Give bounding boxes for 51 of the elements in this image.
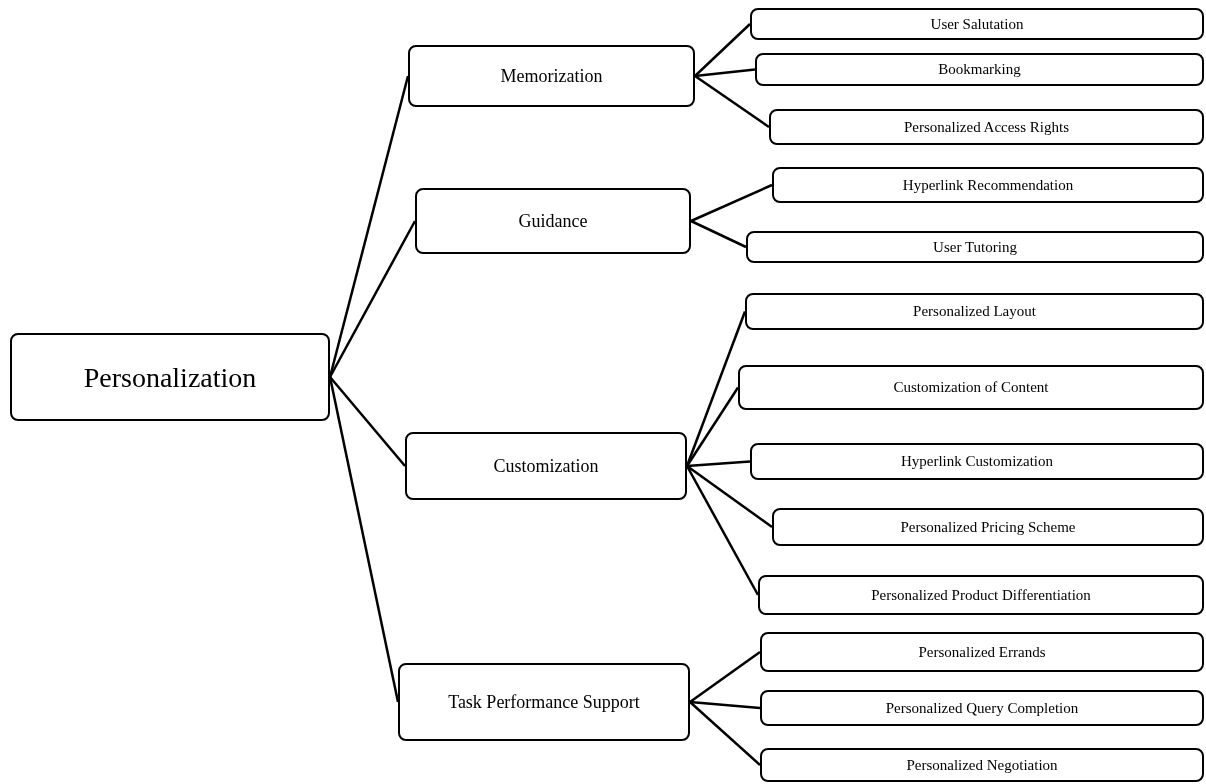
connector-line [694,74,770,129]
rounded-box [738,365,1204,410]
connector-line [328,220,417,378]
rounded-box [750,8,1204,40]
connector-line [689,700,761,710]
connector-line [686,465,773,528]
connector-line [685,386,740,467]
node-label: Guidance [518,209,588,233]
node-label: Task Performance Support [448,690,640,714]
connector-line [694,23,751,77]
connector-line [694,68,756,78]
node-label: Personalization [83,360,257,395]
rounded-box [745,293,1204,330]
connector-line [328,376,400,703]
node-label: Personalized Errands [918,642,1046,662]
rounded-box [760,748,1204,782]
connector-line [690,219,747,249]
node-label: User Tutoring [933,237,1017,257]
rounded-box [398,663,690,741]
connector-line [689,651,761,703]
node-label: Customization of Content [893,378,1049,397]
node-label: Personalized Negotiation [906,755,1058,775]
rounded-box [750,443,1204,480]
node-label: Personalized Layout [913,302,1036,321]
node-label: Hyperlink Recommendation [902,175,1074,195]
node-label: Hyperlink Customization [900,452,1054,471]
node-label: Personalized Query Completion [885,698,1079,718]
node-label: User Salutation [930,14,1024,34]
rounded-box [408,45,695,107]
node-label: Bookmarking [938,60,1021,79]
rounded-box [10,333,330,421]
rounded-box [760,690,1204,726]
rounded-box [415,188,691,254]
rounded-box [769,109,1204,145]
rounded-box [746,231,1204,263]
rounded-box [405,432,687,500]
rounded-box [758,575,1204,615]
rounded-box [755,53,1204,86]
node-label: Customization [493,454,599,478]
node-label: Personalized Pricing Scheme [900,517,1076,537]
node-label: Memorization [500,64,603,88]
connector-line [329,376,406,467]
connector-line [689,701,761,766]
node-label: Personalized Access Rights [904,117,1069,137]
connector-line [685,465,760,596]
rounded-box [772,508,1204,546]
connector-line [690,183,773,223]
node-label: Personalized Product Differentiation [871,585,1091,605]
rounded-box [772,167,1204,203]
connector-line [686,460,751,468]
rounded-box [760,632,1204,672]
